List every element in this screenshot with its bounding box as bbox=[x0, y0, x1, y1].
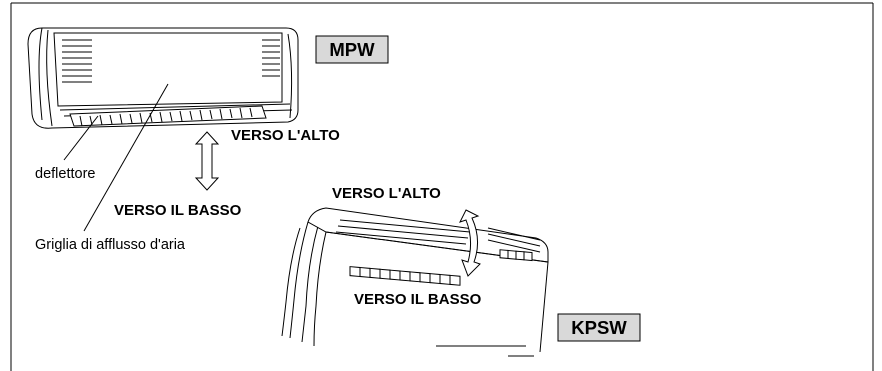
callout-leaders bbox=[63, 83, 169, 232]
wall-unit-illustration bbox=[27, 27, 299, 129]
floor-unit-swing-arrow bbox=[459, 209, 481, 277]
wall-unit-down-label: VERSO IL BASSO bbox=[114, 202, 242, 219]
deflector-callout: deflettore bbox=[35, 166, 95, 182]
floor-unit-down-label: VERSO IL BASSO bbox=[354, 291, 482, 308]
figure-frame bbox=[10, 2, 874, 371]
wall-unit-swing-arrow bbox=[194, 131, 220, 191]
floor-unit-illustration bbox=[281, 207, 549, 357]
floor-unit-tag: KPSW bbox=[557, 313, 641, 342]
wall-unit-tag: MPW bbox=[315, 35, 389, 64]
floor-unit-up-label: VERSO L'ALTO bbox=[332, 185, 441, 202]
floor-unit-louver bbox=[349, 266, 461, 286]
wall-unit-up-label: VERSO L'ALTO bbox=[231, 127, 340, 144]
wall-unit-tag-label: MPW bbox=[329, 39, 375, 60]
intake-grille-callout: Griglia di afflusso d'aria bbox=[35, 237, 186, 253]
floor-unit-tag-label: KPSW bbox=[571, 317, 627, 338]
